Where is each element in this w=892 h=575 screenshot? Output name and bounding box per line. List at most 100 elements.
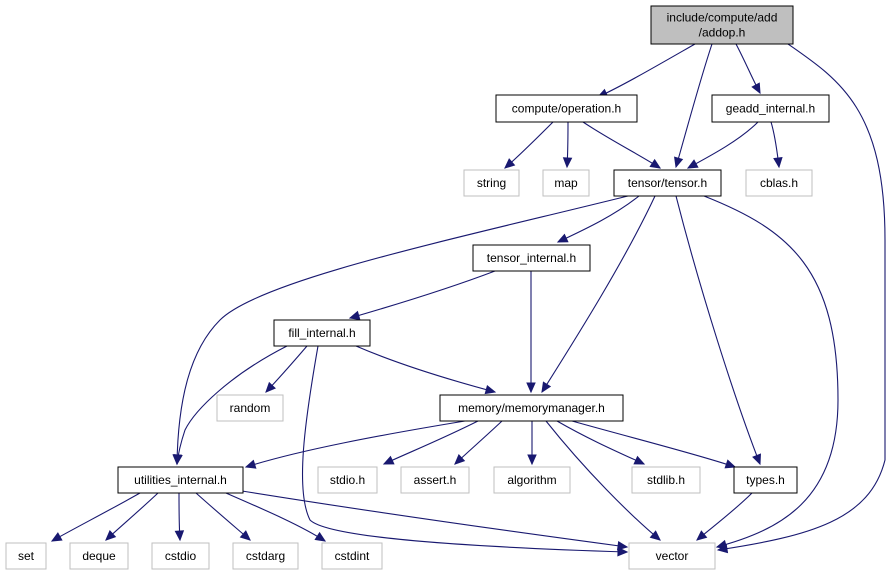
edge-arrowhead — [649, 158, 662, 169]
node-box — [631, 466, 701, 494]
edge-line — [504, 121, 554, 169]
edge-arrowhead — [617, 546, 629, 557]
edge-utilities-to-deque — [105, 492, 159, 541]
edge-memorymanager-to-utilities — [244, 420, 466, 469]
node-vector: vector — [628, 542, 716, 570]
edge-line — [675, 195, 761, 465]
edge-line — [241, 490, 628, 548]
node-box — [493, 466, 571, 494]
edge-line — [571, 420, 736, 468]
node-label: set — [18, 549, 35, 563]
node-box — [495, 94, 638, 123]
node-label: assert.h — [414, 473, 457, 487]
node-label: vector — [656, 549, 689, 563]
edge-line — [687, 121, 759, 169]
node-stdlib: stdlib.h — [631, 466, 701, 494]
edge-arrowhead — [633, 455, 646, 465]
edge-tensor-to-memorymanager — [541, 195, 656, 394]
node-box — [439, 394, 624, 422]
node-box — [463, 169, 520, 197]
node-box — [400, 466, 470, 494]
edge-arrowhead — [244, 459, 257, 469]
edge-arrowhead — [724, 459, 737, 469]
node-box — [472, 244, 591, 272]
edge-operation-to-tensor — [582, 121, 662, 169]
edge-line — [541, 195, 656, 393]
node-assert: assert.h — [400, 466, 470, 494]
node-operation[interactable]: compute/operation.h — [495, 94, 638, 123]
edge-arrowhead — [504, 158, 516, 169]
edge-arrowhead — [541, 381, 552, 394]
edge-utilities-to-set — [50, 492, 141, 542]
node-label: fill_internal.h — [288, 326, 355, 340]
node-label: algorithm — [507, 473, 556, 487]
edge-arrowhead — [239, 530, 251, 541]
edge-line — [675, 43, 713, 168]
edge-arrowhead — [686, 159, 699, 169]
node-memorymanager[interactable]: memory/memorymanager.h — [439, 394, 624, 422]
edge-tensor-to-types — [675, 195, 761, 466]
edge-root-to-tensor — [674, 43, 713, 169]
node-random: random — [216, 394, 284, 422]
edge-fill_internal-to-memorymanager — [355, 345, 497, 395]
node-box — [711, 94, 830, 123]
edge-arrowhead — [751, 82, 761, 95]
edge-utilities-to-vector — [241, 490, 629, 551]
edge-arrowhead — [314, 531, 327, 542]
edge-line — [556, 420, 645, 465]
node-label: random — [230, 401, 271, 415]
node-box — [733, 466, 798, 494]
edge-arrowhead — [562, 157, 573, 169]
edge-arrowhead — [616, 541, 629, 551]
edge-tensor_internal-to-fill_internal — [348, 270, 496, 320]
node-box — [628, 542, 716, 570]
node-stdio: stdio.h — [317, 466, 378, 494]
node-label: tensor/tensor.h — [628, 176, 707, 190]
edge-arrowhead — [454, 454, 466, 465]
node-box — [216, 394, 284, 422]
node-label: geadd_internal.h — [726, 102, 815, 116]
edge-memorymanager-to-stdlib — [556, 420, 646, 465]
edge-root-to-operation — [596, 43, 696, 98]
node-label: map — [554, 176, 578, 190]
node-tensor_internal[interactable]: tensor_internal.h — [472, 244, 591, 272]
node-label: types.h — [746, 473, 785, 487]
edge-utilities-to-cstdarg — [195, 492, 251, 541]
node-label: tensor_internal.h — [487, 251, 576, 265]
edge-line — [355, 345, 496, 393]
node-fill_internal[interactable]: fill_internal.h — [273, 319, 371, 347]
node-geadd[interactable]: geadd_internal.h — [711, 94, 830, 123]
edge-tensor_internal-to-memorymanager — [526, 271, 536, 394]
node-cblas: cblas.h — [745, 169, 813, 197]
edge-arrowhead — [715, 539, 728, 550]
node-algorithm: algorithm — [493, 466, 571, 494]
edge-root-to-geadd — [735, 43, 761, 95]
node-box — [317, 466, 378, 494]
node-label: utilities_internal.h — [134, 473, 227, 487]
edge-operation-to-string — [504, 121, 554, 169]
edges-layer — [50, 43, 886, 557]
node-box — [745, 169, 813, 197]
edge-fill_internal-to-vector — [301, 345, 629, 557]
edge-memorymanager-to-types — [571, 420, 737, 469]
edge-line — [225, 492, 326, 542]
node-label: cstdio — [165, 549, 197, 563]
node-root[interactable]: include/compute/add/addop.h — [650, 5, 794, 45]
edge-arrowhead — [348, 310, 361, 320]
node-box — [5, 542, 47, 570]
node-utilities[interactable]: utilities_internal.h — [117, 466, 244, 494]
edge-line — [545, 420, 661, 541]
node-map: map — [542, 169, 590, 197]
node-box — [232, 542, 299, 570]
node-tensor[interactable]: tensor/tensor.h — [613, 169, 722, 197]
edge-line — [696, 492, 753, 541]
edge-arrowhead — [173, 454, 183, 466]
node-label: /addop.h — [699, 26, 746, 40]
node-label: include/compute/add — [667, 11, 778, 25]
node-label: memory/memorymanager.h — [458, 401, 605, 415]
edge-utilities-to-cstdint — [225, 492, 327, 542]
node-types[interactable]: types.h — [733, 466, 798, 494]
edge-fill_internal-to-random — [265, 345, 308, 393]
edge-tensor-to-utilities — [172, 195, 629, 466]
edge-arrowhead — [556, 233, 569, 243]
